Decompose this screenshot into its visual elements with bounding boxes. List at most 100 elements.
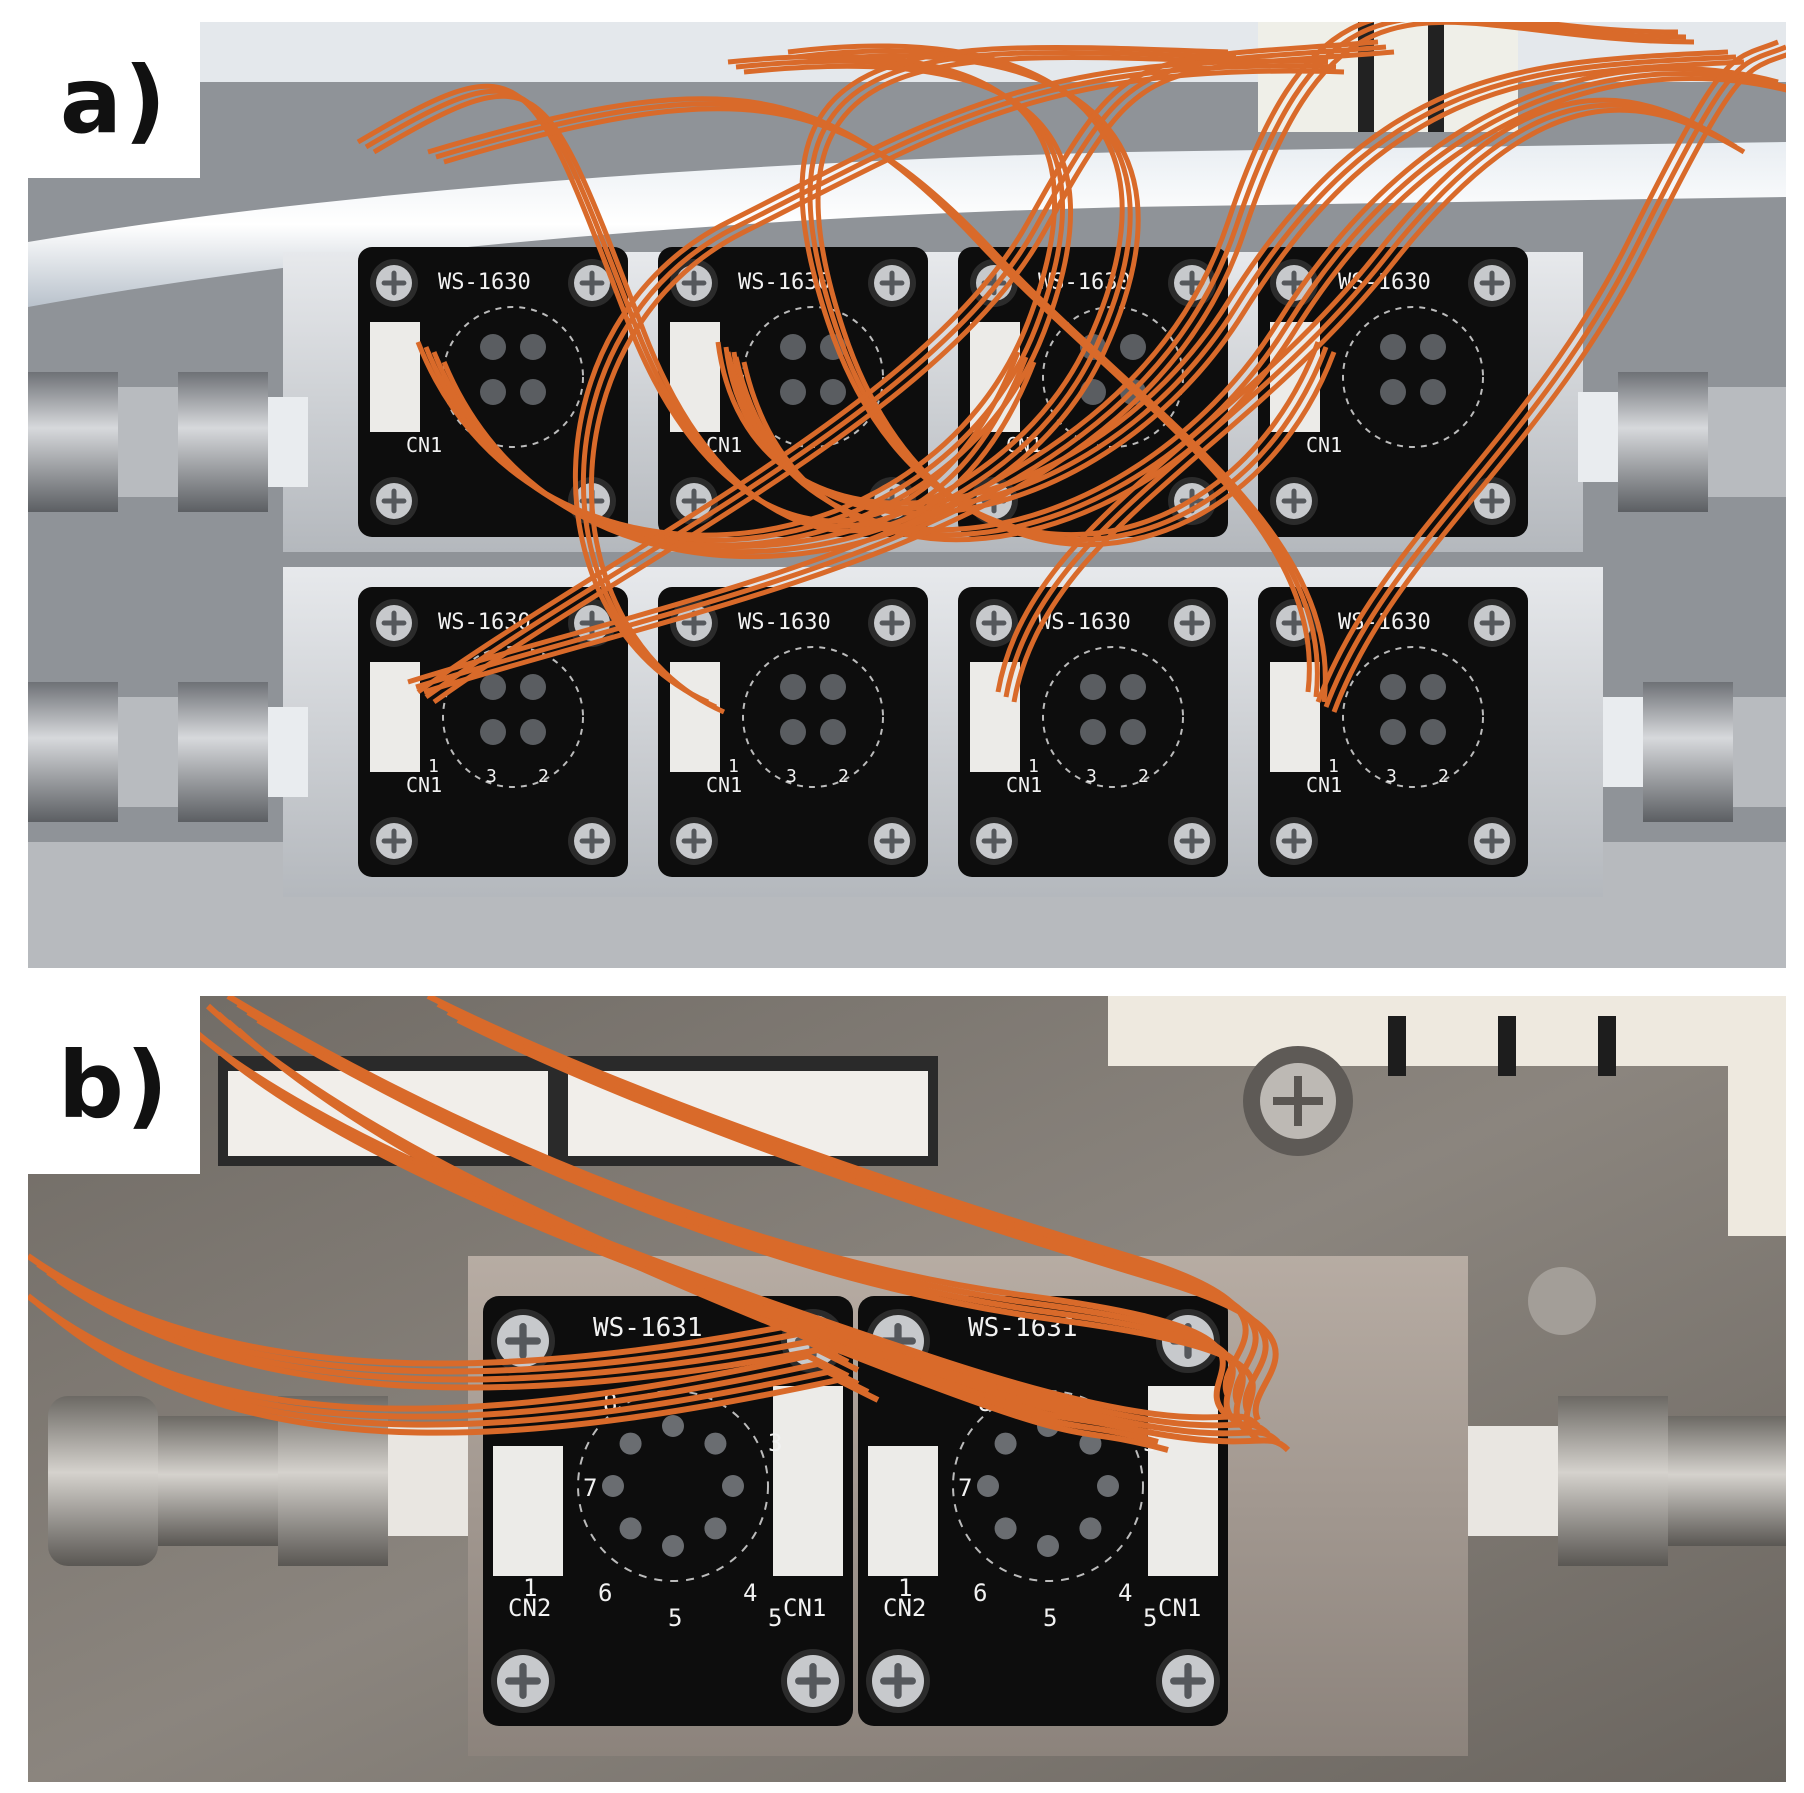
orange-wire [1323,44,1786,708]
sensor-outline [742,646,884,788]
orange-wire [1331,52,1786,713]
pin-label: 1 [1028,756,1039,777]
board-model-label: WS-1630 [438,610,531,635]
sensor-outline [1342,306,1484,448]
orange-wire [432,49,1395,705]
orange-wire [424,44,1387,700]
orange-wire [356,83,1021,524]
pin-label: 2 [838,766,849,787]
pin-label: 3 [768,1429,782,1457]
sensor-pin [1080,674,1106,700]
sensor-pin [602,1475,624,1497]
connector-label: CN1 [1306,433,1342,457]
pin-label: 7 [958,1474,972,1502]
sensor-outline [1042,646,1184,788]
orange-wire [588,68,1345,715]
sensor-pin [704,1517,727,1540]
sensor-pin [480,719,506,745]
connector-label: CN1 [1006,773,1042,797]
orange-wire [815,54,1337,547]
sensor-pin [1420,719,1446,745]
sensor-pin [780,334,806,360]
orange-wire [436,1001,1259,1406]
sensor-pin [780,379,806,405]
pin-label: 2 [1138,766,1149,787]
orange-wire [426,996,1249,1398]
sensor-pin [994,1432,1017,1455]
sensor-outline [952,1390,1144,1582]
orange-wire [456,1017,1279,1422]
pin-label: 2 [538,766,549,787]
sensor-pin [619,1432,642,1455]
sensor-pin [1420,379,1446,405]
sensor-pin [722,1475,744,1497]
orange-wire [572,58,1329,705]
orange-wire [441,53,1141,560]
pcb-board [858,1296,1228,1726]
orange-wire [1003,102,1738,698]
board-model-label: WS-1630 [738,610,831,635]
sensor-pin [1120,719,1146,745]
white-connector [773,1386,843,1576]
pin-label: 6 [973,1579,987,1607]
sensor-outline [1342,646,1484,788]
sensor-pin [820,674,846,700]
sensor-pin [520,674,546,700]
sensor-pin [619,1517,642,1540]
orange-wire [56,1277,860,1391]
sensor-pin [1120,334,1146,360]
orange-wire [28,1253,830,1367]
pin-label: 3 [486,766,497,787]
white-connector [1270,662,1320,772]
connector-label: CN1 [1306,773,1342,797]
sensor-pin [780,719,806,745]
fitting [28,372,118,512]
pin-label: 1 [898,1574,912,1602]
sensor-pin [480,379,506,405]
pin-label: 5 [1043,1604,1057,1632]
orange-wire [580,63,1337,710]
orange-wire [256,1017,1260,1443]
pin-label: 1 [1328,756,1339,777]
connector-label: CN1 [406,773,442,797]
orange-wire [36,1261,840,1375]
sensor-pin [1079,1517,1102,1540]
sensor-pin [704,1432,727,1455]
pin-label: 4 [1118,1579,1132,1607]
pin-label: 4 [743,1579,757,1607]
sensor-pin [520,379,546,405]
panel-label-a: a) [28,22,200,178]
board-model-label: WS-1630 [438,270,531,295]
white-connector [868,1446,938,1576]
orange-wire [407,22,1679,685]
orange-wire [731,59,1745,516]
orange-wire [216,1047,1291,1453]
pin-label: 5 [668,1604,682,1632]
sensor-pin [480,334,506,360]
sensor-pin [662,1535,684,1557]
sensor-pin [994,1517,1017,1540]
pin-label: 3 [1386,766,1397,787]
pin-label: 1 [728,756,739,777]
board-model-label: WS-1630 [1038,610,1131,635]
sensor-pin [1380,379,1406,405]
sensor-pin [1120,674,1146,700]
white-connector [370,322,420,432]
orange-wire [807,49,1329,542]
orange-wire [446,1009,1269,1414]
pin-label: 7 [583,1474,597,1502]
sensor-pin [520,719,546,745]
sensor-pin [520,334,546,360]
sensor-pin [1380,334,1406,360]
sensor-pin [1037,1535,1059,1557]
panel-label-b: b) [28,996,200,1174]
connector-label: CN1 [706,773,742,797]
sensor-pin [1420,334,1446,360]
connector-label: CN1 [1158,1594,1201,1622]
orange-wire [995,97,1730,693]
orange-wire [46,1269,850,1383]
pin-label: 1 [428,756,439,777]
